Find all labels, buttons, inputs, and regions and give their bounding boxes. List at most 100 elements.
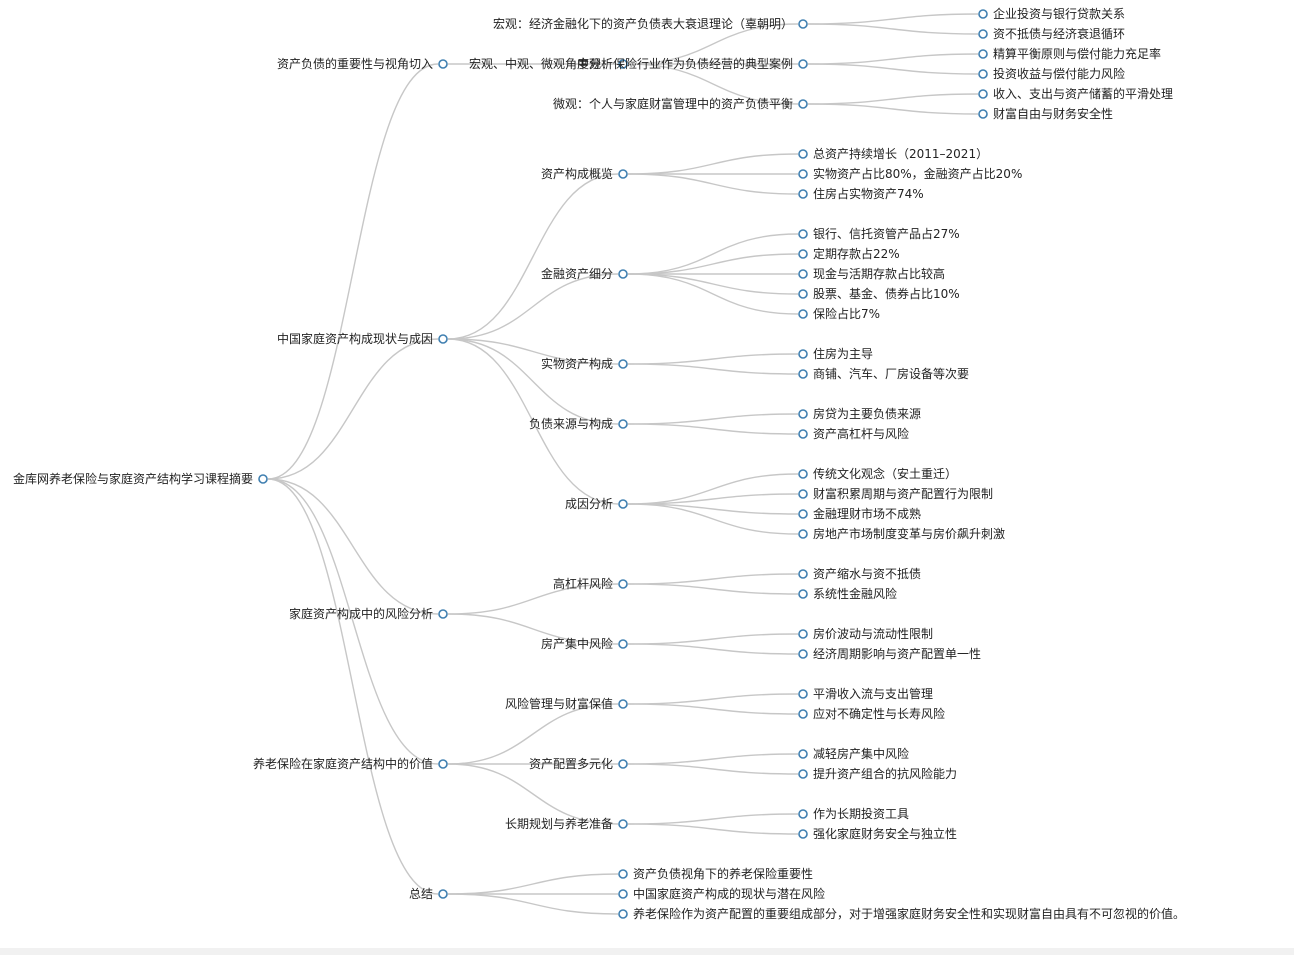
node-root-3-2-0[interactable]: 作为长期投资工具 bbox=[798, 806, 909, 821]
node-root-1-1-4[interactable]: 保险占比7% bbox=[798, 306, 880, 321]
node-toggle-icon[interactable] bbox=[618, 359, 628, 369]
node-root-3-0[interactable]: 风险管理与财富保值 bbox=[505, 696, 628, 711]
node-toggle-icon[interactable] bbox=[618, 419, 628, 429]
node-root-4-0[interactable]: 资产负债视角下的养老保险重要性 bbox=[618, 866, 813, 881]
node-toggle-icon[interactable] bbox=[798, 309, 808, 319]
node-toggle-icon[interactable] bbox=[798, 269, 808, 279]
node-toggle-icon[interactable] bbox=[798, 629, 808, 639]
node-toggle-icon[interactable] bbox=[438, 59, 448, 69]
node-toggle-icon[interactable] bbox=[798, 589, 808, 599]
node-root-2-1[interactable]: 房产集中风险 bbox=[541, 636, 628, 651]
node-toggle-icon[interactable] bbox=[798, 829, 808, 839]
node-toggle-icon[interactable] bbox=[798, 709, 808, 719]
node-toggle-icon[interactable] bbox=[978, 49, 988, 59]
node-toggle-icon[interactable] bbox=[798, 169, 808, 179]
node-root-3-0-0[interactable]: 平滑收入流与支出管理 bbox=[798, 686, 933, 701]
node-toggle-icon[interactable] bbox=[798, 289, 808, 299]
node-toggle-icon[interactable] bbox=[798, 769, 808, 779]
node-root-4-1[interactable]: 中国家庭资产构成的现状与潜在风险 bbox=[618, 886, 825, 901]
node-toggle-icon[interactable] bbox=[618, 499, 628, 509]
node-root-3-0-1[interactable]: 应对不确定性与长寿风险 bbox=[798, 706, 945, 721]
node-root-1-1[interactable]: 金融资产细分 bbox=[541, 266, 628, 281]
node-root-1-3[interactable]: 负债来源与构成 bbox=[529, 416, 628, 431]
node-root-2-1-0[interactable]: 房价波动与流动性限制 bbox=[798, 626, 933, 641]
node-toggle-icon[interactable] bbox=[438, 759, 448, 769]
node-root-3-2[interactable]: 长期规划与养老准备 bbox=[505, 816, 628, 831]
node-root-1[interactable]: 中国家庭资产构成现状与成因 bbox=[277, 331, 448, 346]
node-toggle-icon[interactable] bbox=[618, 819, 628, 829]
node-root-1-1-0[interactable]: 银行、信托资管产品占27% bbox=[798, 226, 960, 241]
node-toggle-icon[interactable] bbox=[978, 109, 988, 119]
node-toggle-icon[interactable] bbox=[798, 19, 808, 29]
node-root-0-0-1[interactable]: 中观：保险行业作为负债经营的典型案例 bbox=[577, 56, 808, 71]
node-toggle-icon[interactable] bbox=[798, 149, 808, 159]
node-root-1-1-1[interactable]: 定期存款占22% bbox=[798, 246, 900, 261]
node-root-0-0-1-1[interactable]: 投资收益与偿付能力风险 bbox=[978, 66, 1125, 81]
node-root-0-0-0-0[interactable]: 企业投资与银行贷款关系 bbox=[978, 6, 1125, 21]
node-toggle-icon[interactable] bbox=[798, 569, 808, 579]
node-toggle-icon[interactable] bbox=[798, 249, 808, 259]
node-toggle-icon[interactable] bbox=[798, 349, 808, 359]
node-toggle-icon[interactable] bbox=[618, 909, 628, 919]
node-root-4[interactable]: 总结 bbox=[409, 887, 448, 901]
node-root-1-2[interactable]: 实物资产构成 bbox=[541, 356, 628, 371]
node-toggle-icon[interactable] bbox=[798, 749, 808, 759]
node-root-2[interactable]: 家庭资产构成中的风险分析 bbox=[289, 606, 448, 621]
node-toggle-icon[interactable] bbox=[798, 529, 808, 539]
node-toggle-icon[interactable] bbox=[798, 489, 808, 499]
node-root-4-2[interactable]: 养老保险作为资产配置的重要组成部分，对于增强家庭财务安全性和实现财富自由具有不可… bbox=[618, 906, 1185, 921]
node-root-2-1-1[interactable]: 经济周期影响与资产配置单一性 bbox=[798, 646, 981, 661]
node-toggle-icon[interactable] bbox=[798, 469, 808, 479]
node-toggle-icon[interactable] bbox=[798, 189, 808, 199]
node-toggle-icon[interactable] bbox=[798, 429, 808, 439]
node-root-1-4-2[interactable]: 金融理财市场不成熟 bbox=[798, 506, 921, 521]
node-root-3-1[interactable]: 资产配置多元化 bbox=[529, 757, 628, 771]
node-root-1-4-3[interactable]: 房地产市场制度变革与房价飙升刺激 bbox=[798, 526, 1005, 541]
node-root-0-0-0[interactable]: 宏观：经济金融化下的资产负债表大衰退理论（辜朝明） bbox=[493, 16, 808, 31]
node-root-1-2-0[interactable]: 住房为主导 bbox=[798, 346, 873, 361]
node-root-1-0[interactable]: 资产构成概览 bbox=[541, 166, 628, 181]
node-root-1-0-2[interactable]: 住房占实物资产74% bbox=[798, 186, 924, 201]
node-toggle-icon[interactable] bbox=[438, 889, 448, 899]
node-toggle-icon[interactable] bbox=[978, 69, 988, 79]
node-toggle-icon[interactable] bbox=[618, 579, 628, 589]
node-root-3[interactable]: 养老保险在家庭资产结构中的价值 bbox=[253, 756, 448, 771]
node-root-3-1-1[interactable]: 提升资产组合的抗风险能力 bbox=[798, 766, 957, 781]
node-root-0[interactable]: 资产负债的重要性与视角切入 bbox=[277, 56, 448, 71]
node-toggle-icon[interactable] bbox=[258, 474, 268, 484]
node-root-2-0-0[interactable]: 资产缩水与资不抵债 bbox=[798, 566, 921, 581]
node-toggle-icon[interactable] bbox=[798, 649, 808, 659]
node-root-2-0-1[interactable]: 系统性金融风险 bbox=[798, 586, 897, 601]
node-root-2-0[interactable]: 高杠杆风险 bbox=[553, 576, 628, 591]
node-toggle-icon[interactable] bbox=[438, 334, 448, 344]
node-toggle-icon[interactable] bbox=[798, 99, 808, 109]
node-toggle-icon[interactable] bbox=[618, 269, 628, 279]
node-root-0-0[interactable]: 宏观、中观、微观角度分析 bbox=[469, 56, 628, 71]
node-toggle-icon[interactable] bbox=[438, 609, 448, 619]
node-root-0-0-2[interactable]: 微观：个人与家庭财富管理中的资产负债平衡 bbox=[553, 96, 808, 111]
node-root-1-0-0[interactable]: 总资产持续增长（2011–2021） bbox=[798, 146, 988, 161]
node-toggle-icon[interactable] bbox=[618, 869, 628, 879]
node-toggle-icon[interactable] bbox=[798, 509, 808, 519]
node-root-1-3-0[interactable]: 房贷为主要负债来源 bbox=[798, 406, 921, 421]
node-root-1-3-1[interactable]: 资产高杠杆与风险 bbox=[798, 426, 909, 441]
node-toggle-icon[interactable] bbox=[618, 59, 628, 69]
node-root-1-0-1[interactable]: 实物资产占比80%，金融资产占比20% bbox=[798, 166, 1022, 181]
node-root-3-2-1[interactable]: 强化家庭财务安全与独立性 bbox=[798, 826, 957, 841]
node-root-0-0-0-1[interactable]: 资不抵债与经济衰退循环 bbox=[978, 26, 1125, 41]
node-root-0-0-2-0[interactable]: 收入、支出与资产储蓄的平滑处理 bbox=[978, 86, 1173, 101]
node-root-1-1-3[interactable]: 股票、基金、债券占比10% bbox=[798, 286, 960, 301]
node-root-1-1-2[interactable]: 现金与活期存款占比较高 bbox=[798, 266, 945, 281]
node-root-1-2-1[interactable]: 商铺、汽车、厂房设备等次要 bbox=[798, 366, 969, 381]
node-toggle-icon[interactable] bbox=[618, 639, 628, 649]
node-toggle-icon[interactable] bbox=[618, 699, 628, 709]
node-toggle-icon[interactable] bbox=[798, 689, 808, 699]
node-toggle-icon[interactable] bbox=[798, 59, 808, 69]
node-root-1-4-1[interactable]: 财富积累周期与资产配置行为限制 bbox=[798, 486, 993, 501]
node-toggle-icon[interactable] bbox=[798, 809, 808, 819]
node-toggle-icon[interactable] bbox=[618, 759, 628, 769]
node-toggle-icon[interactable] bbox=[978, 29, 988, 39]
node-root-0-0-1-0[interactable]: 精算平衡原则与偿付能力充足率 bbox=[978, 46, 1161, 61]
node-root-1-4[interactable]: 成因分析 bbox=[565, 497, 628, 511]
node-toggle-icon[interactable] bbox=[798, 369, 808, 379]
